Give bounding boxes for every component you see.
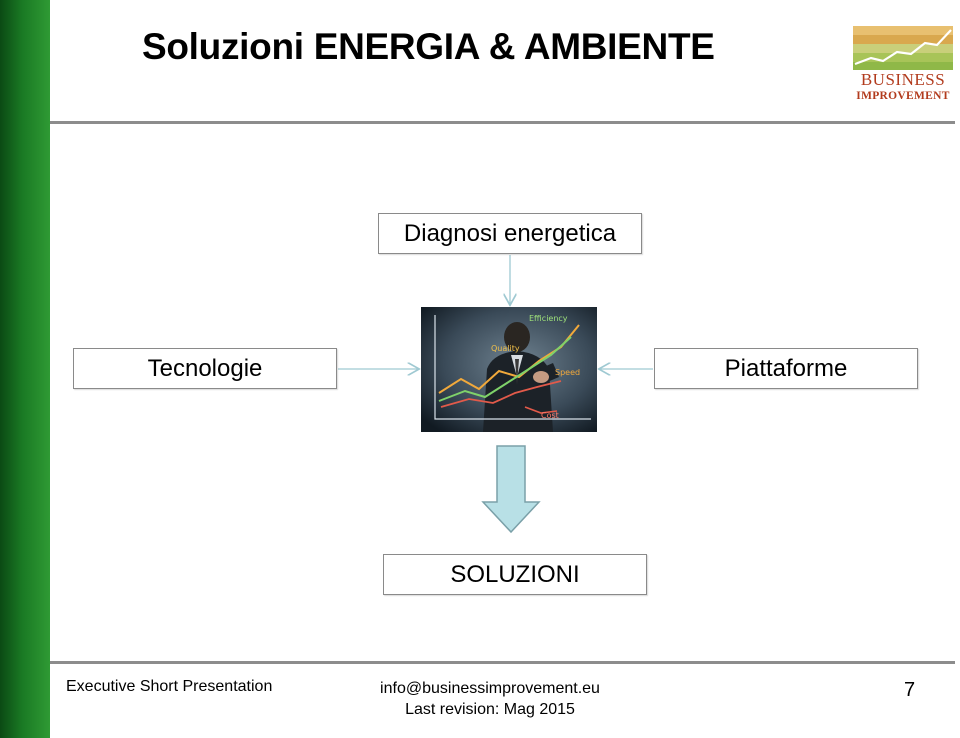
photo-label-quality: Quality — [491, 344, 520, 353]
logo-chart-icon — [853, 26, 953, 70]
footer-presentation-name: Executive Short Presentation — [66, 678, 273, 695]
logo-text-improvement: IMPROVEMENT — [856, 90, 950, 102]
businessman-chart-photo: Efficiency Quality Speed Cost — [421, 307, 597, 432]
footer-revision: Last revision: Mag 2015 — [405, 701, 575, 718]
business-improvement-logo: BUSINESS IMPROVEMENT — [853, 26, 953, 104]
down-arrow-to-soluzioni — [481, 445, 541, 534]
page-number: 7 — [904, 679, 916, 701]
photo-illustration: Efficiency Quality Speed Cost — [421, 307, 597, 432]
photo-label-cost: Cost — [541, 411, 559, 420]
header-divider — [50, 121, 955, 124]
soluzioni-box: SOLUZIONI — [383, 554, 647, 595]
side-accent-bar — [0, 0, 50, 738]
photo-label-speed: Speed — [555, 368, 580, 377]
footer-divider — [50, 661, 955, 664]
footer-email: info@businessimprovement.eu — [380, 680, 600, 697]
photo-label-efficiency: Efficiency — [529, 314, 568, 323]
slide-title: Soluzioni ENERGIA & AMBIENTE — [142, 26, 715, 67]
logo-text-business: BUSINESS — [860, 70, 946, 89]
diagnosi-energetica-box: Diagnosi energetica — [378, 213, 642, 254]
piattaforme-box: Piattaforme — [654, 348, 918, 389]
tecnologie-box: Tecnologie — [73, 348, 337, 389]
footer-contact: info@businessimprovement.eu Last revisio… — [340, 678, 640, 720]
